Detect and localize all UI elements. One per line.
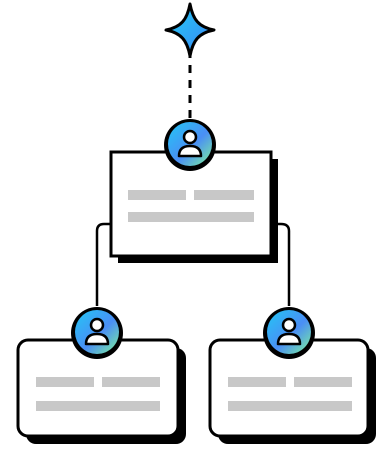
text-placeholder (36, 377, 94, 387)
sparkle-icon (164, 2, 216, 58)
avatar-child-right (263, 307, 315, 359)
text-placeholder (128, 212, 254, 222)
text-placeholder (228, 401, 352, 411)
avatar-child-left (71, 307, 123, 359)
text-placeholder (294, 377, 352, 387)
text-placeholder (194, 190, 254, 200)
user-icon (177, 129, 203, 158)
text-placeholder (36, 401, 160, 411)
connector-left (95, 222, 114, 306)
org-node-child-left (16, 338, 186, 444)
text-placeholder (228, 377, 286, 387)
text-placeholder (128, 190, 186, 200)
avatar-root (164, 119, 216, 171)
user-icon (84, 317, 110, 346)
org-node-root (109, 150, 278, 263)
connector-right (268, 222, 291, 306)
user-icon (276, 317, 302, 346)
text-placeholder (102, 377, 160, 387)
